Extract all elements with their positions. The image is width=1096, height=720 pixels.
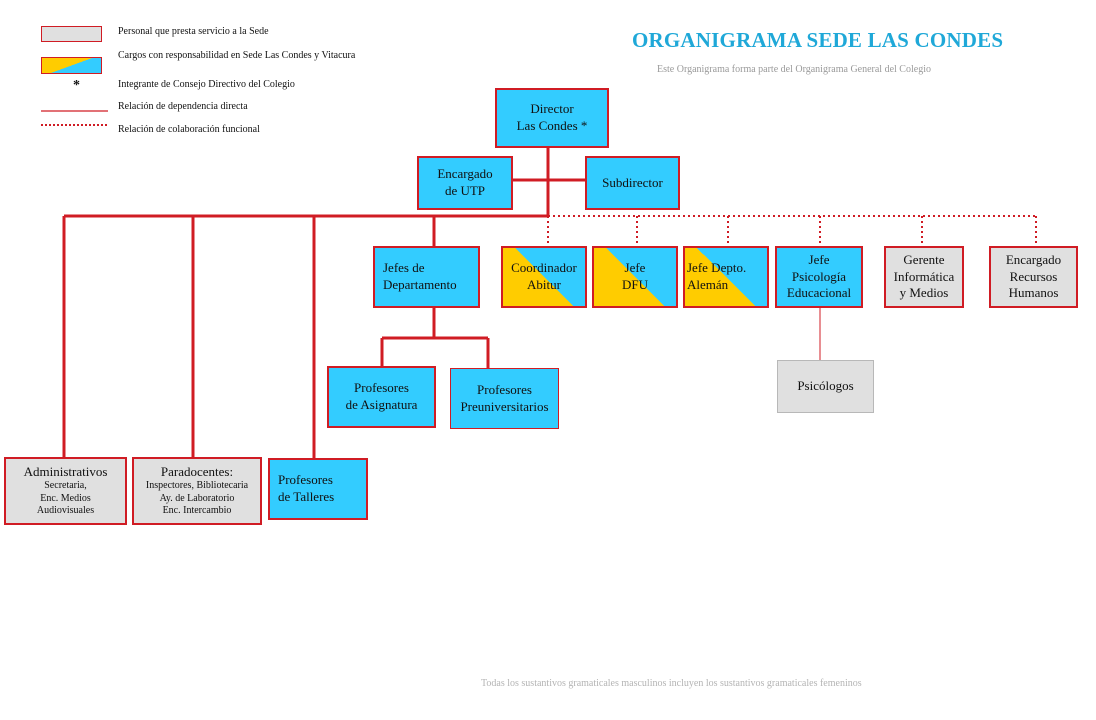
node-utp-label: Encargado de UTP	[437, 166, 493, 198]
node-jefes-depto: Jefes de Departamento	[373, 246, 480, 308]
legend-personal-label: Personal que presta servicio a la Sede	[118, 26, 269, 37]
node-administrativos: Administrativos Secretaria, Enc. Medios …	[4, 457, 127, 525]
footer-note: Todas los sustantivos gramaticales mascu…	[481, 678, 862, 689]
node-coordinador-abitur: Coordinador Abitur	[501, 246, 587, 308]
node-subdirector-label: Subdirector	[602, 174, 663, 190]
legend-asterisk: *	[73, 78, 80, 93]
node-jefe-psicologia-label: Jefe Psicología Educacional	[786, 251, 852, 301]
node-jefe-aleman-label: Jefe Depto. Alemán	[687, 260, 747, 292]
node-rrhh-label: Encargado Recursos Humanos	[1005, 251, 1062, 301]
node-profesores-preuniversitarios: Profesores Preuniversitarios	[450, 368, 559, 429]
legend-split-swatch	[41, 57, 102, 74]
node-jefe-dfu: Jefe DFU	[592, 246, 678, 308]
node-paradocentes-title: Paradocentes:	[160, 464, 234, 480]
node-administrativos-detail: Secretaria, Enc. Medios Audiovisuales	[36, 480, 95, 517]
legend-gray-swatch	[41, 26, 102, 42]
page-subtitle: Este Organigrama forma parte del Organig…	[657, 64, 931, 75]
legend-colaboracion-label: Relación de colaboración funcional	[118, 124, 260, 135]
node-paradocentes: Paradocentes: Inspectores, Bibliotecaria…	[132, 457, 262, 525]
legend-cargos-label: Cargos con responsabilidad en Sede Las C…	[118, 50, 356, 61]
legend-consejo-label: Integrante de Consejo Directivo del Cole…	[118, 79, 295, 90]
node-profesores-asignatura: Profesores de Asignatura	[327, 366, 436, 428]
node-jefe-dfu-label: Jefe DFU	[621, 260, 648, 292]
node-psicologos: Psicólogos	[777, 360, 874, 413]
node-gerente-label: Gerente Informática y Medios	[893, 251, 955, 301]
node-prof-talleres-label: Profesores de Talleres	[278, 472, 335, 504]
node-prof-asig-label: Profesores de Asignatura	[345, 380, 418, 412]
page-title: ORGANIGRAMA SEDE LAS CONDES	[632, 28, 1004, 52]
node-prof-preu-label: Profesores Preuniversitarios	[460, 381, 549, 414]
node-director-label: Director Las Condes *	[516, 101, 588, 133]
node-paradocentes-detail: Inspectores, Bibliotecaria Ay. de Labora…	[145, 480, 249, 517]
node-profesores-talleres: Profesores de Talleres	[268, 458, 368, 520]
legend-dependencia-label: Relación de dependencia directa	[118, 101, 248, 112]
node-director: Director Las Condes *	[495, 88, 609, 148]
node-subdirector: Subdirector	[585, 156, 680, 210]
node-psicologos-label: Psicólogos	[797, 378, 854, 394]
node-jefe-aleman: Jefe Depto. Alemán	[683, 246, 769, 308]
node-jefes-depto-label: Jefes de Departamento	[383, 260, 457, 292]
node-gerente-informatica: Gerente Informática y Medios	[884, 246, 964, 308]
node-jefe-psicologia: Jefe Psicología Educacional	[775, 246, 863, 308]
node-administrativos-title: Administrativos	[23, 464, 108, 480]
node-coordinador-label: Coordinador Abitur	[511, 260, 577, 292]
node-utp: Encargado de UTP	[417, 156, 513, 210]
node-recursos-humanos: Encargado Recursos Humanos	[989, 246, 1078, 308]
